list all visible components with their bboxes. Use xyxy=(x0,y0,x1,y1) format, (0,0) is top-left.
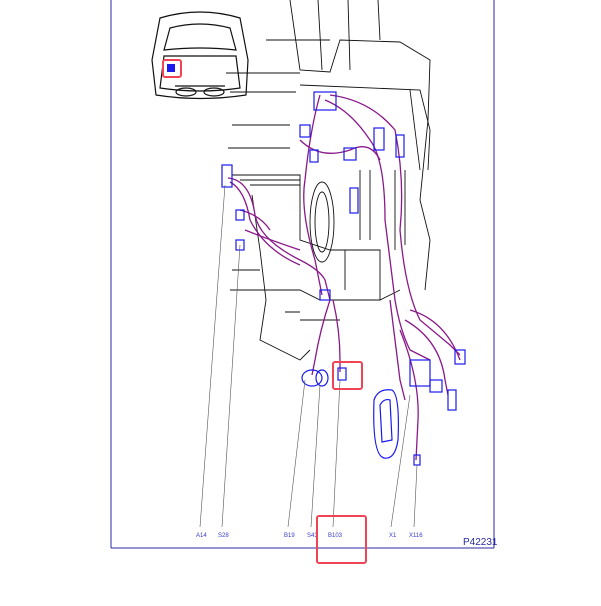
label-x1: X1 xyxy=(389,533,397,539)
connectors xyxy=(221,91,466,466)
diagram-frame xyxy=(110,0,495,549)
vehicle-body-outline xyxy=(226,0,431,361)
leader-lines xyxy=(199,184,418,528)
component-highlight-b103 xyxy=(332,361,363,390)
car-locator-icon xyxy=(151,11,249,100)
label-a14: A14 xyxy=(196,533,207,539)
label-b19: B19 xyxy=(284,533,295,539)
reference-code: P42231 xyxy=(463,537,498,548)
locator-highlight xyxy=(162,59,182,78)
label-s28: S28 xyxy=(218,533,229,539)
label-highlight-b103 xyxy=(316,515,367,564)
label-x116: X116 xyxy=(409,533,423,539)
wiring-harness xyxy=(227,94,461,461)
label-s43: S43 xyxy=(307,533,318,539)
label-b103: B103 xyxy=(328,533,343,539)
